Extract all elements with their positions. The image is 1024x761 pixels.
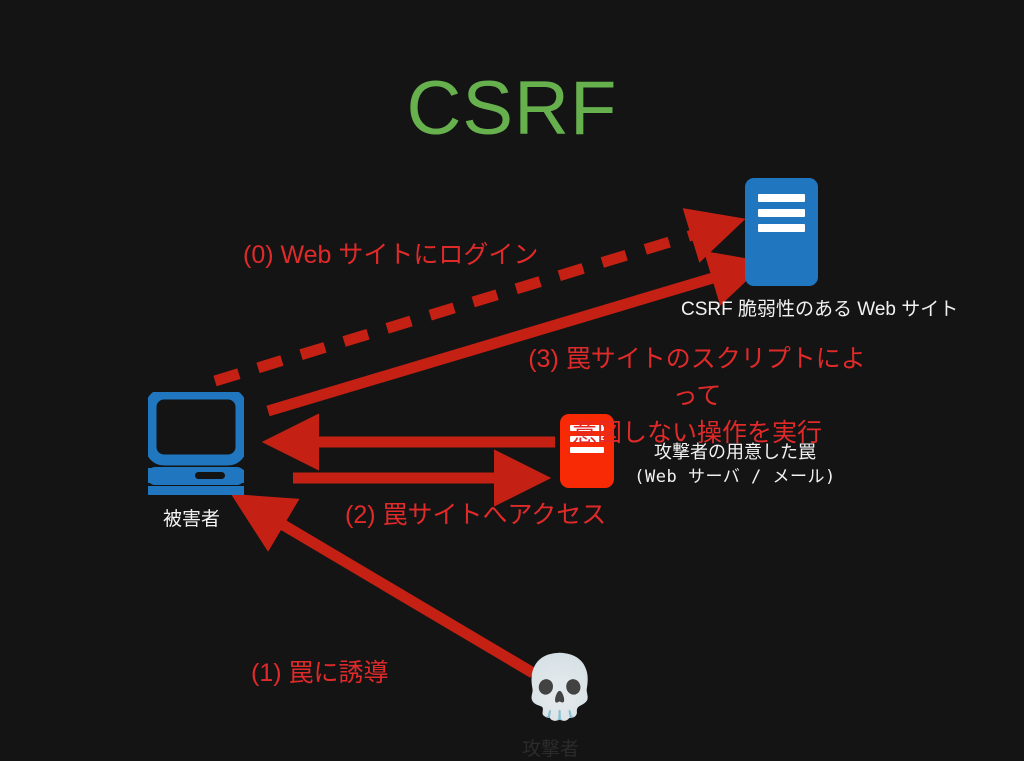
step0-label: (0) Web サイトにログイン [243,241,539,269]
trap-label-line2: (Web サーバ / メール) [634,467,836,487]
step1-label: (1) 罠に誘導 [251,659,389,687]
card-bar [569,425,605,431]
card-bar [569,447,605,453]
website-card-icon [745,178,818,286]
step3-label-line2: 意図しない操作を実行 [571,419,822,447]
attacker-label: 攻撃者 [522,739,580,760]
trap-label-line1: 攻撃者の用意した罠 [654,442,816,462]
arrow-step1 [230,493,536,678]
card-bar [758,224,805,232]
step3-label: (3) 罠サイトのスクリプトによって 意図しない操作を実行 [517,341,877,452]
website-label: CSRF 脆弱性のある Web サイト [681,299,959,320]
step3-label-line1: (3) 罠サイトのスクリプトによって [528,345,866,410]
skull-icon: 💀 [521,653,599,722]
trap-label: 攻撃者の用意した罠 (Web サーバ / メール) [625,440,845,490]
card-bar [758,209,805,217]
trap-card-icon [560,414,614,488]
page-title: CSRF [406,66,618,151]
card-bar [569,436,605,442]
computer-icon [148,392,244,495]
victim-label: 被害者 [163,509,221,530]
step2-label: (2) 罠サイトへアクセス [345,501,607,529]
card-bar [758,194,805,202]
